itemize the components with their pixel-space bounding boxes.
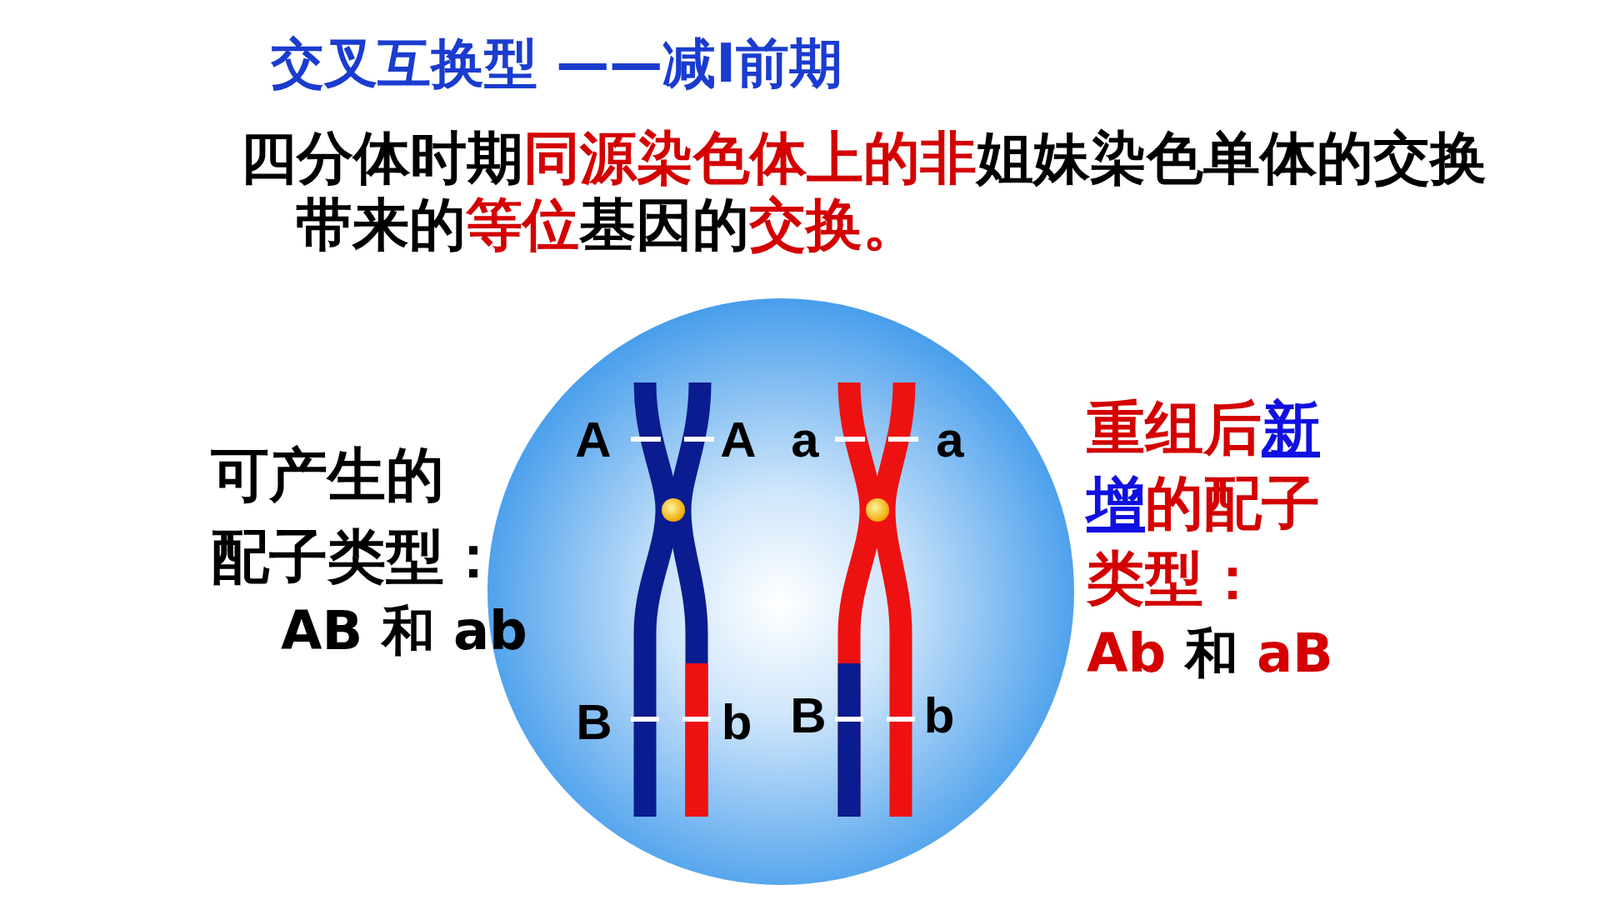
chromatid — [680, 382, 700, 817]
text-run: 配子类型： — [210, 522, 503, 591]
gene-label: a — [790, 410, 819, 469]
text-run: 姐妹染色单体的交换 — [976, 125, 1487, 191]
text-run: 等位 — [465, 191, 580, 258]
text-run: 重组后 — [1086, 394, 1262, 463]
gene-locus — [630, 716, 660, 722]
gene-locus — [888, 436, 919, 442]
exchanged-segment — [685, 663, 709, 817]
cell — [487, 298, 1075, 885]
text-run: 四分体时期 — [240, 125, 524, 191]
text-run: 的配子 — [1145, 469, 1320, 538]
gene-label: b — [721, 693, 753, 751]
text-run: Ab — [1086, 622, 1166, 685]
gene-label: B — [575, 693, 612, 751]
text-run: 类型： — [1086, 544, 1262, 613]
chromatid — [884, 382, 905, 817]
text-run: 和 — [1165, 622, 1257, 685]
gene-label: A — [720, 410, 756, 469]
text-run: aB — [1256, 622, 1334, 685]
recombinant-types: Ab 和 aB — [1086, 617, 1334, 690]
slide-title: 交叉互换型 ——减Ⅰ前期 — [270, 27, 843, 100]
statement: 四分体时期同源染色体上的非姐妹染色单体的交换带来的等位基因的交换。 — [240, 125, 1487, 259]
centromere — [661, 498, 685, 522]
chromatid — [849, 382, 871, 817]
gene-label: B — [790, 686, 826, 745]
text-run: 同源染色体上的非 — [523, 125, 977, 191]
recombinant-heading: 重组后新增的配子类型： — [1086, 390, 1320, 616]
gamete-heading: 可产生的配子类型： — [210, 434, 503, 598]
chromatid — [645, 382, 667, 817]
gene-locus — [684, 436, 715, 442]
gene-locus — [630, 436, 661, 442]
text-run: 基因的 — [579, 191, 750, 258]
gene-locus — [886, 716, 915, 722]
centromere — [865, 498, 890, 522]
exchanged-segment — [838, 663, 861, 817]
gamete-types: AB 和 ab — [280, 595, 528, 668]
text-run: 带来的 — [295, 191, 466, 258]
gene-label: b — [924, 686, 955, 745]
gene-label: A — [575, 410, 611, 469]
gene-label: a — [935, 410, 964, 469]
text-run: 可产生的 — [210, 440, 445, 510]
gene-locus — [682, 716, 711, 722]
text-run: 交换。 — [749, 191, 920, 258]
gene-locus — [835, 716, 864, 722]
text-run: 新 — [1261, 394, 1320, 463]
text-run: 增 — [1086, 469, 1145, 538]
gene-locus — [835, 436, 865, 442]
